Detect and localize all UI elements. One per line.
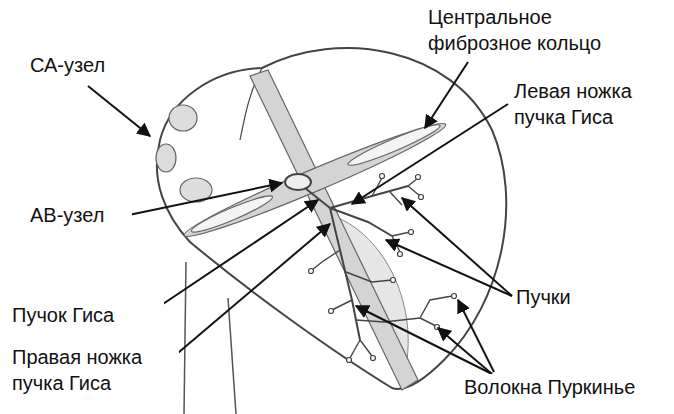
conduction-system (309, 174, 457, 363)
part-label: СА-узел (28, 52, 142, 78)
part-label: Правая ножка пучка Гиса (10, 344, 179, 396)
conduction-system (330, 186, 408, 208)
leader-line (458, 300, 494, 372)
sa-node (156, 105, 212, 202)
septum-band (250, 70, 418, 390)
conduction-system (398, 252, 403, 257)
conduction-system (347, 358, 352, 363)
conduction-system (409, 230, 414, 235)
conduction-system (371, 356, 376, 361)
conduction-system (408, 186, 420, 196)
part-label: Пучки (514, 284, 598, 310)
conduction-system (452, 294, 457, 299)
conduction-system (312, 250, 340, 270)
conduction-system (330, 208, 360, 340)
conduction-system (305, 188, 330, 208)
conduction-system (360, 340, 372, 356)
conduction-system (330, 208, 392, 236)
leader-line (402, 198, 512, 296)
conduction-system (309, 269, 314, 274)
conduction-system (391, 278, 396, 283)
leader-line (425, 62, 468, 128)
vessel-outline (184, 262, 186, 414)
sa-node (156, 144, 176, 172)
conduction-system (392, 232, 410, 236)
leader-line (352, 104, 508, 204)
leader-line (88, 86, 150, 136)
vessel-outline (228, 298, 236, 414)
heart-outline (157, 48, 506, 389)
leader-line (386, 240, 512, 296)
conduction-system (329, 309, 334, 314)
part-label: Центральное фиброзное кольцо (426, 4, 640, 56)
leader-line (124, 183, 282, 216)
conduction-system (416, 175, 421, 180)
part-label: Волокна Пуркинье (462, 374, 671, 400)
conduction-system (285, 174, 457, 363)
conduction-system (312, 178, 452, 358)
fibrous-ring (180, 114, 450, 245)
conduction-system (350, 340, 360, 358)
conduction-system (285, 174, 311, 190)
conduction-system (390, 192, 402, 205)
heart-outline (157, 48, 506, 389)
part-label: АВ-узел (28, 202, 132, 228)
fibrous-ring (189, 191, 275, 236)
leader-line (172, 224, 330, 358)
conduction-system (380, 174, 385, 179)
conduction-system (420, 296, 452, 318)
conduction-system (419, 195, 424, 200)
fibrous-ring (180, 114, 450, 245)
part-label: Левая ножка пучка Гиса (512, 78, 666, 130)
fibrous-ring (346, 120, 443, 170)
conduction-system (420, 318, 436, 326)
sa-node (169, 105, 197, 131)
part-label: Пучок Гиса (10, 302, 164, 328)
septum-band (250, 70, 418, 390)
conduction-system (346, 272, 392, 282)
leader-line (356, 306, 492, 374)
conduction-system (332, 300, 352, 310)
